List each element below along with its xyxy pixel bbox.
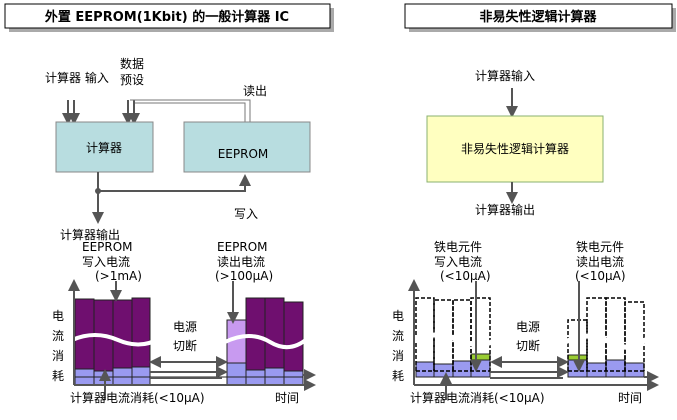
- write-label: 写入: [234, 207, 258, 221]
- y-axis-label: 消: [392, 349, 404, 363]
- time-axis-label: 时间: [275, 391, 299, 405]
- data-preset-label: 数据: [120, 56, 144, 71]
- y-axis-label: 流: [392, 329, 404, 343]
- y-axis-label: 电: [52, 309, 64, 323]
- bar: [470, 359, 491, 378]
- y-axis-label: 耗: [52, 369, 64, 383]
- write-current-label: (<10µA): [440, 269, 491, 283]
- write-current-label: EEPROM: [82, 240, 133, 254]
- nonvolatile-calc-box-label: 非易失性逻辑计算器: [461, 141, 569, 156]
- bar: [624, 362, 645, 378]
- power-off-label: 切断: [516, 338, 540, 353]
- bar: [415, 361, 435, 378]
- read-current-label: 读出电流: [217, 255, 265, 269]
- calc-box: [55, 121, 154, 173]
- read-current-label: (>100µA): [215, 269, 273, 283]
- nonvolatile-calc-box: [426, 115, 604, 183]
- power-off-label: 电源: [516, 320, 540, 334]
- write-current-label: 写入电流: [434, 255, 482, 269]
- calc-consumption-label: 计算器电流消耗(<10µA): [70, 390, 205, 405]
- read-current-label: 铁电元件: [576, 240, 624, 254]
- right-current-chart: 铁电元件 写入电流 (<10µA) 铁电元件 读出电流 (<10µA) 电 流 …: [392, 240, 659, 405]
- bar: [131, 366, 151, 386]
- y-axis-label: 电: [392, 309, 404, 323]
- right-title-box: [404, 3, 673, 29]
- calc-input-label: 计算器 输入: [45, 70, 109, 85]
- bar: [226, 362, 247, 386]
- bar: [283, 301, 304, 372]
- bar: [112, 299, 133, 369]
- left-title: 外置 EEPROM(1Kbit) 的一般计算器 IC: [44, 9, 289, 25]
- read-current-label: (<10µA): [575, 269, 626, 283]
- bar: [131, 297, 151, 368]
- y-axis-label: 消: [52, 349, 64, 363]
- bar: [586, 362, 607, 378]
- y-axis-label: 流: [52, 329, 64, 343]
- time-axis-label: 时间: [618, 391, 642, 405]
- right-title: 非易失性逻辑计算器: [479, 9, 597, 25]
- power-off-label: 切断: [173, 338, 197, 353]
- bar: [283, 370, 304, 386]
- write-current-label: (>1mA): [95, 269, 142, 283]
- bar: [567, 359, 588, 378]
- bar: [93, 370, 114, 386]
- read-label: 读出: [243, 84, 267, 98]
- bar: [567, 354, 588, 361]
- read-current-label: EEPROM: [217, 240, 268, 254]
- write-current-label: 铁电元件: [434, 240, 482, 254]
- eeprom-box: [183, 121, 311, 173]
- calc-consumption-label: 计算器电流消耗(<10µA): [410, 390, 545, 405]
- bar: [470, 353, 491, 361]
- power-off-label: 电源: [173, 320, 197, 334]
- data-preset-label: 预设: [120, 73, 144, 87]
- calc-output-label: 计算器输出: [60, 227, 120, 242]
- write-current-label: 写入电流: [82, 255, 130, 269]
- bar: [452, 360, 472, 378]
- bar: [264, 297, 285, 369]
- left-current-chart: EEPROM 写入电流 (>1mA) EEPROM 读出电流 (>100µA) …: [52, 240, 316, 405]
- read-current-label: 读出电流: [576, 255, 624, 269]
- y-axis-label: 耗: [392, 369, 404, 383]
- bar: [605, 359, 626, 378]
- calc-box-label: 计算器: [86, 140, 122, 155]
- calc-input-label: 计算器输入: [475, 68, 535, 83]
- calc-output-label: 计算器输出: [475, 202, 535, 217]
- left-title-box: [4, 3, 331, 29]
- eeprom-box-label: EEPROM: [218, 147, 269, 161]
